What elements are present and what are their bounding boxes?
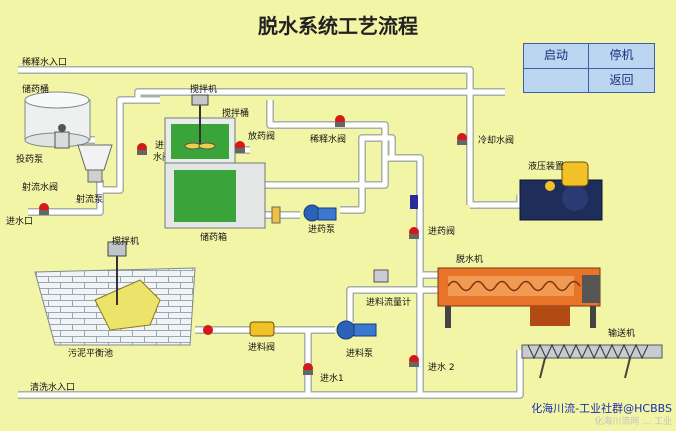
dilute-inlet-label: 稀释水入口 (22, 56, 67, 68)
feed-pump-sludge-label: 进料泵 (346, 347, 373, 359)
dilute-valve-label: 稀释水阀 (310, 133, 346, 145)
flowmeter (373, 269, 389, 283)
diagram-title: 脱水系统工艺流程 (258, 14, 418, 38)
water-in-1-label: 进水1 (320, 372, 344, 384)
valve-sludge-out (203, 325, 213, 335)
start-button[interactable]: 启动 (524, 44, 589, 69)
flowmeter-label: 进料流量计 (366, 296, 411, 308)
valve-jet (39, 203, 49, 215)
watermark-ghost: 化海川流网 … 工业 (594, 415, 672, 427)
jet-valve-label: 射流水阀 (22, 181, 58, 193)
sludge-tank-label: 污泥平衡池 (68, 347, 113, 359)
control-panel: 启动 停机 返回 (523, 43, 655, 93)
feed-pump-1-label: 进药泵 (308, 224, 335, 235)
sludge-feed-valve (249, 321, 275, 337)
cooling-valve-label: 冷却水阀 (478, 134, 514, 146)
valve-water-2 (409, 355, 419, 367)
discharge-valve-label: 放药阀 (248, 130, 275, 142)
dosing-pump (54, 124, 70, 149)
dosing-pump-label: 投药泵 (16, 153, 43, 165)
storage-tank (164, 162, 266, 229)
hydraulic-label: 液压装置 (528, 160, 564, 172)
feed-valve-sludge-label: 进料阀 (248, 341, 275, 353)
sludge-tank (34, 241, 196, 346)
sludge-feed-pump (336, 320, 377, 340)
feed-pump-1 (271, 204, 337, 224)
dewater-label: 脱水机 (456, 253, 483, 265)
valve-dilute (335, 115, 345, 127)
water-inlet-label: 进水口 (6, 215, 33, 227)
watermark: 化海川流-工业社群@HCBBS (531, 401, 672, 415)
wash-inlet-label: 清洗水入口 (30, 381, 75, 393)
valve-discharge (235, 141, 245, 153)
valves (39, 115, 467, 375)
water-in-2-label: 进水 2 (428, 361, 455, 373)
stop-button[interactable]: 停机 (589, 44, 654, 69)
dewatering-machine (437, 267, 601, 328)
screw-conveyor (521, 343, 663, 379)
return-button[interactable]: 返回 (609, 73, 634, 87)
mixer-barrel-label: 搅拌桶 (222, 107, 249, 119)
valve-water-1 (303, 363, 313, 375)
valve-feed (409, 227, 419, 239)
valve-cooling (457, 133, 467, 145)
inlet-valve-label-1: 进 (155, 140, 164, 151)
mixer-bottom-label: 搅拌机 (112, 235, 139, 247)
mixing-barrel (164, 94, 236, 164)
conveyor-label: 输送机 (608, 327, 635, 339)
chem-barrel-label: 储药桶 (22, 83, 49, 95)
feed-valve-label: 进药阀 (428, 226, 455, 237)
empty-cell (524, 69, 589, 92)
valve-inlet (137, 143, 147, 155)
mixer-top-label: 搅拌机 (190, 83, 217, 95)
pipe-fitting (410, 195, 418, 209)
jet-pump-label: 射流泵 (76, 193, 103, 205)
jet-pump (77, 144, 113, 183)
hydraulic-unit (519, 161, 603, 221)
storage-tank-label: 储药箱 (200, 231, 227, 243)
